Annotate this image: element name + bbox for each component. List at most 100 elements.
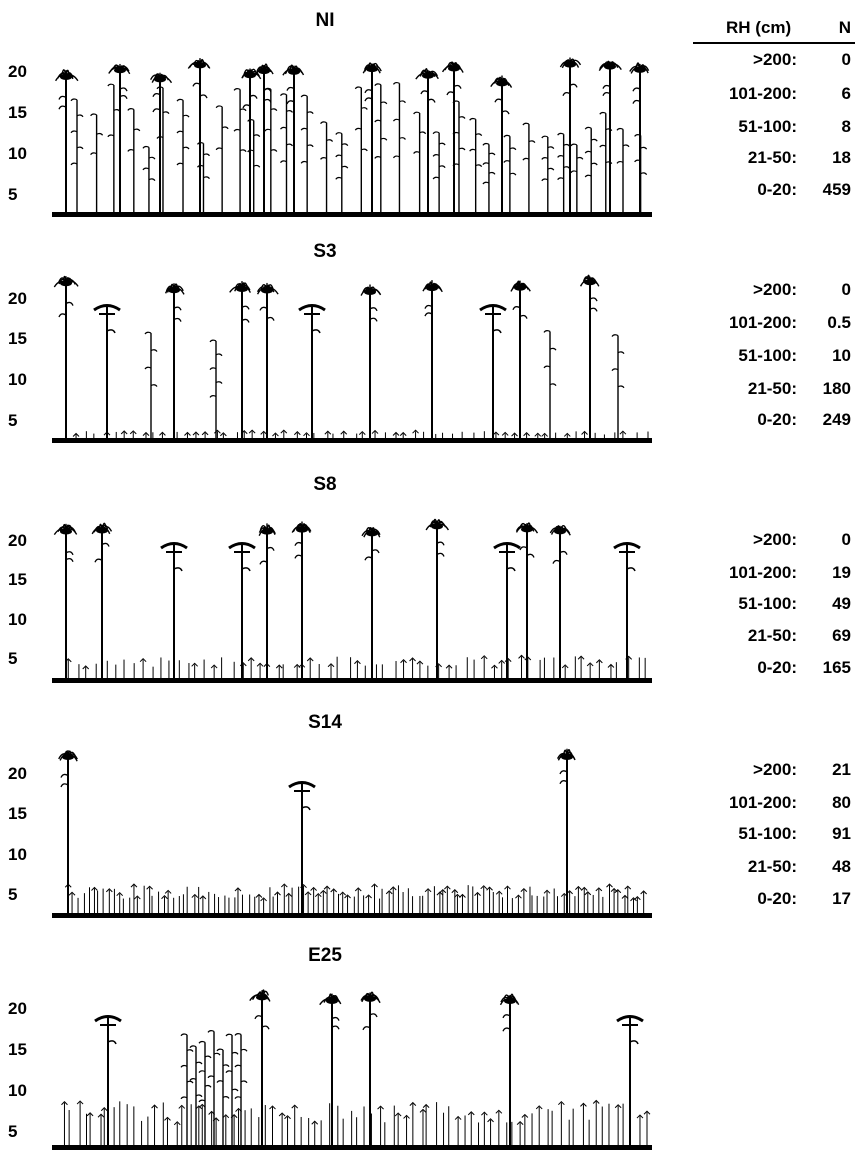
panel-title: S3 — [313, 241, 337, 262]
ground-line — [52, 212, 652, 217]
sapling — [280, 93, 294, 212]
palm-tree — [415, 68, 439, 212]
y-tick: 10 — [8, 1081, 27, 1100]
legend-row: 21-50: 180 — [680, 379, 855, 401]
panel-e25: E25 20 15 10 5 — [0, 937, 859, 1153]
legend-row: 21-50: 69 — [680, 626, 855, 648]
palm-tree — [362, 62, 382, 212]
rh-class-label: 51-100: — [738, 594, 797, 613]
count-value: 249 — [822, 410, 851, 429]
y-tick: 20 — [8, 62, 27, 81]
palm-tree — [441, 61, 464, 212]
sapling — [503, 134, 517, 212]
sapling — [70, 98, 84, 212]
palm-tree — [490, 75, 513, 212]
sapling — [522, 122, 536, 212]
legend-row: 21-50: 18 — [680, 148, 855, 170]
count-value: 0 — [841, 280, 851, 299]
header-rh: RH (cm) — [726, 18, 792, 37]
sapling — [216, 1048, 230, 1145]
rh-class-label: 101-200: — [728, 563, 797, 582]
sapling — [570, 143, 584, 212]
palm-tree — [549, 525, 571, 678]
count-value: 19 — [832, 563, 851, 582]
rh-class-label: 101-200: — [728, 313, 797, 332]
rh-class-label: 51-100: — [738, 824, 797, 843]
rh-class-label: >200: — [753, 50, 797, 69]
sapling — [209, 339, 223, 438]
sapling — [215, 105, 229, 212]
flat-palm — [493, 542, 521, 678]
count-value: 0.5 — [827, 313, 851, 332]
palm-tree — [55, 69, 79, 212]
count-value: 17 — [832, 889, 851, 908]
sapling — [189, 1045, 203, 1145]
flat-palm — [613, 542, 641, 678]
sapling — [264, 87, 278, 212]
palm-tree — [361, 527, 381, 678]
palm-tree — [499, 993, 520, 1145]
sapling — [541, 135, 555, 212]
y-tick: 5 — [8, 649, 18, 668]
rh-class-label: 101-200: — [728, 793, 797, 812]
y-tick: 5 — [8, 1122, 18, 1141]
palm-tree — [150, 72, 173, 212]
ground-line — [52, 913, 652, 918]
legend-row: 51-100: 49 — [680, 594, 855, 616]
palm-tree — [360, 284, 382, 438]
sapling — [634, 134, 648, 212]
forest-drawing — [52, 57, 652, 217]
count-value: 180 — [822, 379, 851, 398]
forest-profile-ni — [52, 40, 652, 220]
rh-class-label: 21-50: — [747, 379, 797, 398]
legend-row: >200: 0 — [680, 50, 855, 72]
sapling — [225, 1033, 239, 1145]
sapling — [233, 87, 247, 212]
forest-drawing — [52, 518, 652, 683]
palm-tree — [249, 989, 271, 1145]
panel-ni: NI 20 15 10 5 >200: 0 101-200: 6 51-100:… — [0, 0, 859, 225]
sapling — [300, 94, 314, 212]
palm-tree — [629, 62, 650, 212]
palm-tree — [422, 279, 443, 438]
sapling — [144, 331, 158, 438]
y-tick: 10 — [8, 370, 27, 389]
forest-profile-e25 — [52, 975, 652, 1153]
rh-class-label: 51-100: — [738, 346, 797, 365]
palm-tree — [598, 60, 622, 212]
sapling — [392, 81, 406, 212]
sapling — [320, 121, 334, 212]
legend-row: >200: 0 — [680, 530, 855, 552]
y-tick: 5 — [8, 885, 18, 904]
legend-row: 0-20: 165 — [680, 658, 855, 680]
palm-tree — [510, 280, 531, 438]
palm-tree — [164, 283, 185, 438]
count-value: 80 — [832, 793, 851, 812]
rh-class-label: 21-50: — [747, 626, 797, 645]
palm-tree — [515, 522, 539, 678]
count-value: 91 — [832, 824, 851, 843]
flat-palm — [479, 304, 507, 438]
legend-row: 21-50: 48 — [680, 857, 855, 879]
count-value: 165 — [822, 658, 851, 677]
palm-tree — [53, 275, 79, 438]
sapling — [247, 119, 261, 212]
y-tick: 15 — [8, 804, 27, 823]
rh-class-label: >200: — [753, 280, 797, 299]
rh-class-label: 101-200: — [728, 84, 797, 103]
y-tick: 10 — [8, 610, 27, 629]
sapling — [611, 334, 625, 438]
panel-s3: S3 20 15 10 5 >200: 0 101-200: 0.5 51-10… — [0, 236, 859, 461]
palm-tree — [556, 748, 576, 913]
palm-tree — [559, 57, 582, 212]
palm-tree — [256, 282, 279, 438]
sapling — [90, 113, 104, 212]
flat-palm — [93, 304, 121, 438]
sapling — [234, 1033, 248, 1145]
panel-s14: S14 20 15 10 5 >200: 21 101-200: 80 51-1… — [0, 704, 859, 929]
rh-class-label: >200: — [753, 760, 797, 779]
understory — [64, 654, 646, 678]
sapling — [599, 111, 613, 212]
count-value: 18 — [832, 148, 851, 167]
sapling — [413, 111, 427, 212]
